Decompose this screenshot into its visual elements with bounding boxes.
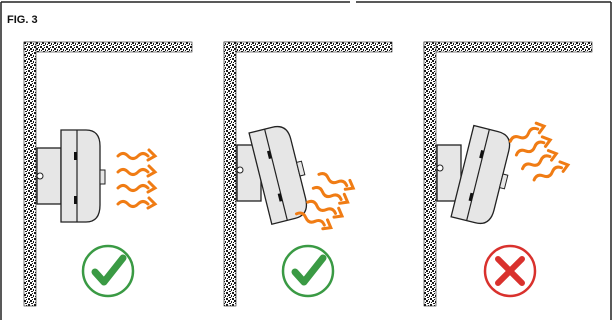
- wall-3: [423, 41, 593, 307]
- heat-waves-1: [116, 148, 158, 210]
- cross-icon: [495, 256, 525, 286]
- heater-3: [436, 124, 511, 225]
- heat-waves-3: [508, 121, 571, 182]
- figure-label: FIG. 3: [7, 14, 38, 26]
- panel-1: [23, 41, 193, 307]
- verdict-correct-2: [281, 244, 335, 298]
- panel-3: [423, 41, 593, 307]
- panel-2: [223, 41, 393, 307]
- heater-2: [236, 125, 308, 226]
- checkmark-icon: [291, 254, 327, 286]
- checkmark-icon: [91, 254, 127, 286]
- verdict-incorrect-3: [483, 244, 537, 298]
- heat-waves-2: [295, 172, 356, 231]
- wall-1: [23, 41, 193, 307]
- wall-2: [223, 41, 393, 307]
- heater-1: [36, 129, 106, 223]
- verdict-correct-1: [81, 244, 135, 298]
